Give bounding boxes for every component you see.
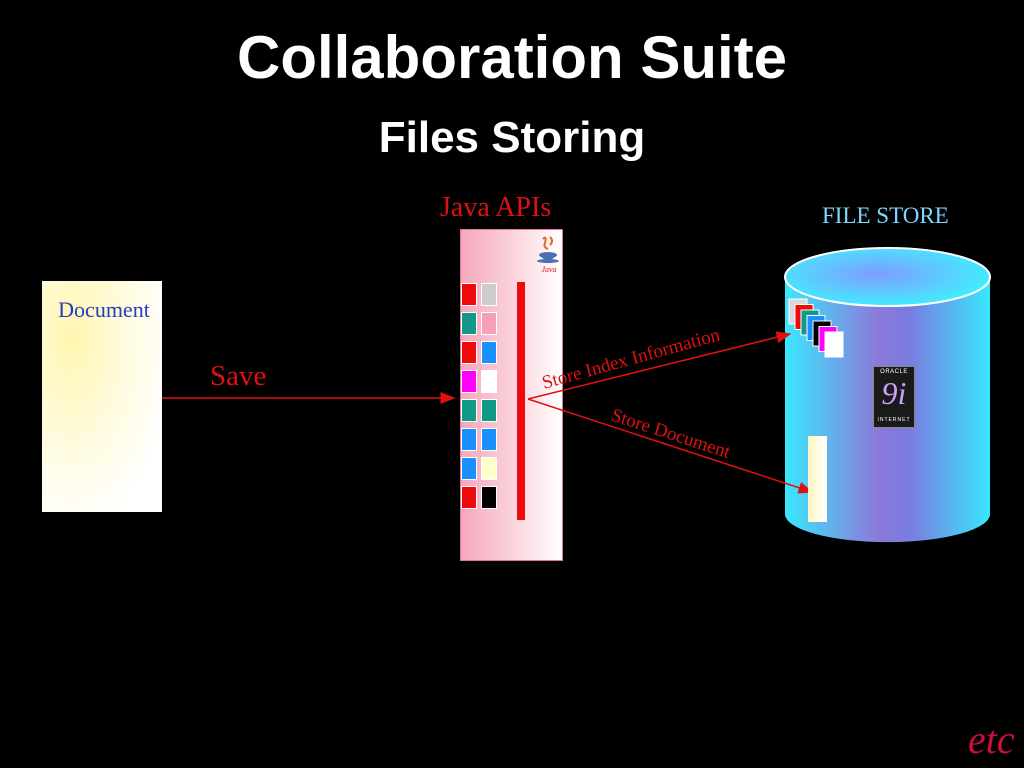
api-module-cell (481, 486, 497, 509)
document-label: Document (58, 297, 150, 322)
api-module-cell (481, 428, 497, 451)
api-module-cell (461, 370, 477, 393)
stored-document (808, 436, 827, 522)
oracle-badge-bottom: INTERNET (877, 417, 911, 423)
api-module-cell (481, 399, 497, 422)
index-page (824, 331, 844, 358)
oracle-badge-top: ORACLE (880, 369, 908, 375)
java-logo-text: Java (541, 265, 556, 274)
store-document-arrow (527, 398, 814, 494)
file-store-label: FILE STORE (822, 203, 949, 228)
api-module-cell (461, 457, 477, 480)
store-document-label: Store Document (608, 405, 733, 464)
slide-subtitle: Files Storing (378, 113, 646, 162)
document-box (42, 281, 162, 512)
api-module-cell (461, 341, 477, 364)
api-module-cell (461, 312, 477, 335)
api-module-cell (461, 283, 477, 306)
api-module-cell (481, 283, 497, 306)
oracle-badge-main: 9i (881, 375, 907, 411)
api-module-cell (481, 457, 497, 480)
api-bus-bar (517, 282, 525, 520)
java-logo-icon: Java (537, 236, 559, 274)
api-module-cell (481, 341, 497, 364)
store-index-arrow (527, 331, 792, 400)
etc-logo: etc (968, 717, 1015, 762)
api-module-cell (461, 428, 477, 451)
oracle-9i-logo: ORACLE 9i INTERNET (873, 366, 915, 428)
store-index-label: Store Index Information (540, 324, 723, 393)
api-module-cell (481, 370, 497, 393)
java-apis-label: Java APIs (440, 192, 552, 223)
save-label: Save (210, 360, 267, 392)
api-module-cell (461, 486, 477, 509)
slide-title: Collaboration Suite (236, 24, 788, 91)
stored-index-pages (788, 298, 844, 358)
api-module-cell (481, 312, 497, 335)
api-module-cell (461, 399, 477, 422)
